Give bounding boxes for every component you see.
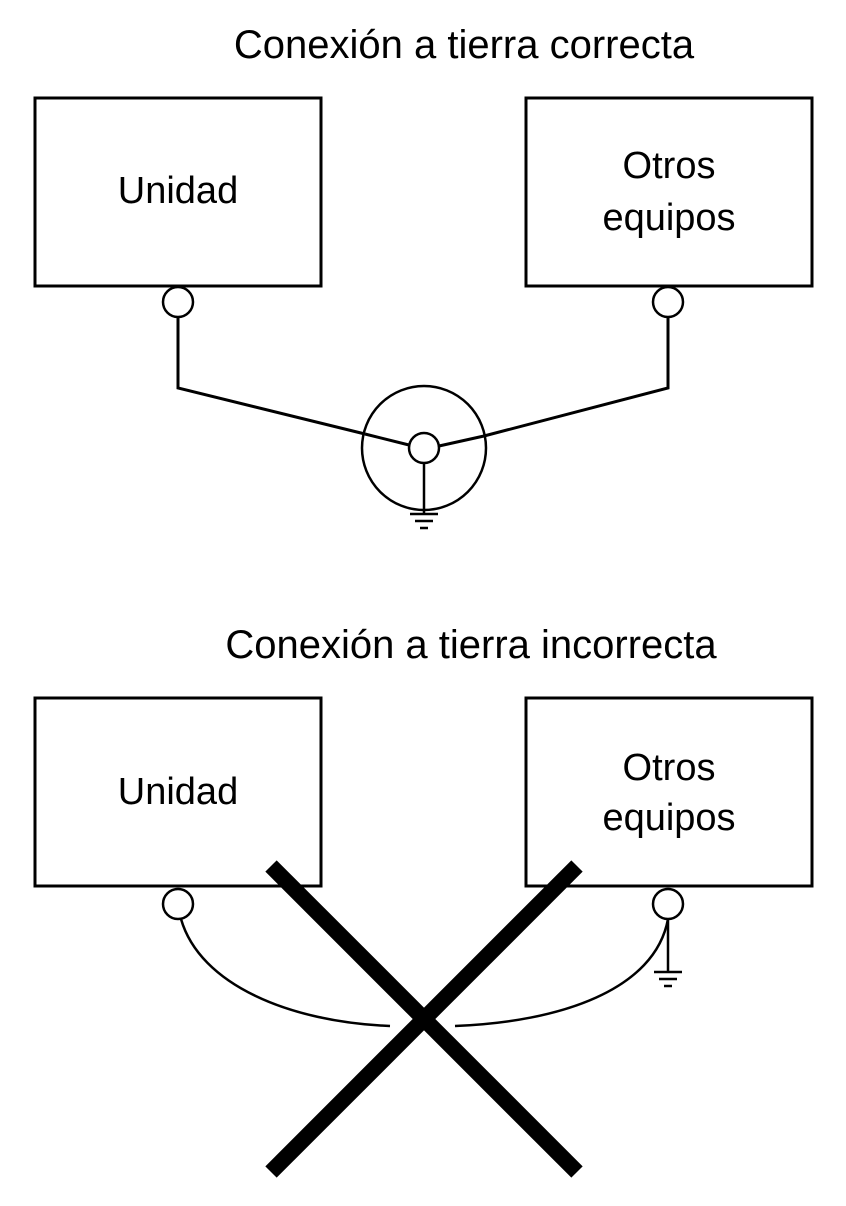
unit-terminal-icon — [161, 887, 195, 921]
unit-ground-wire — [176, 317, 366, 436]
cross-out-icon — [265, 860, 583, 1178]
unit-ground-wire-inner — [364, 432, 410, 447]
unit-chained-wire — [179, 918, 391, 1028]
other-label-line2: equipos — [602, 197, 735, 239]
other-ground-wire — [483, 317, 670, 438]
other-box-frame — [524, 96, 814, 288]
unit-terminal-icon — [161, 285, 195, 319]
incorrect-title: Conexión a tierra incorrecta — [225, 623, 717, 667]
ground-icon — [654, 919, 682, 988]
other-label-line2: equipos — [602, 797, 735, 839]
correct-title: Conexión a tierra correcta — [234, 23, 695, 67]
incorrect-other-equipment-box: Otros equipos — [524, 696, 814, 888]
incorrect-unit-box: Unidad — [33, 696, 323, 888]
ground-icon — [410, 463, 438, 530]
correct-other-equipment-box: Otros equipos — [524, 96, 814, 288]
other-chained-wire — [454, 918, 670, 1028]
unit-label: Unidad — [118, 170, 238, 212]
unit-label: Unidad — [118, 771, 238, 813]
other-box-frame — [524, 696, 814, 888]
correct-unit-box: Unidad — [33, 96, 323, 288]
other-ground-wire-inner — [438, 434, 485, 448]
other-terminal-icon — [651, 285, 685, 319]
unit-box-frame — [33, 696, 323, 888]
correct-section: Conexión a tierra correcta Unidad Otros … — [33, 23, 814, 530]
incorrect-section: Conexión a tierra incorrecta Unidad Otro… — [33, 623, 814, 1178]
common-ground-terminal-icon — [407, 431, 441, 465]
other-label-line1: Otros — [623, 747, 716, 789]
other-terminal-icon — [651, 887, 685, 921]
other-label-line1: Otros — [623, 145, 716, 187]
